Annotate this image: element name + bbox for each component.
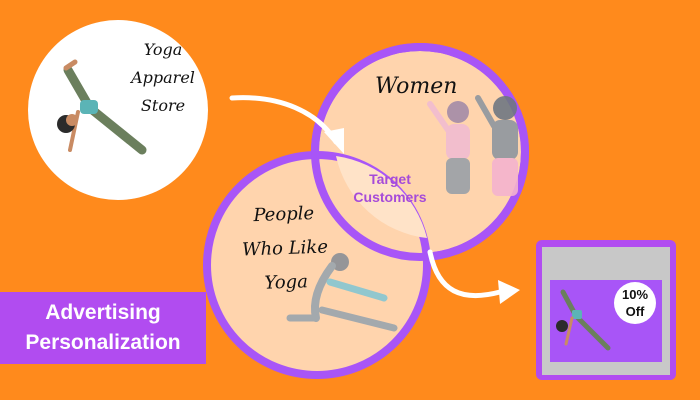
discount-badge	[614, 282, 656, 324]
badge-line-2: Off	[625, 304, 645, 319]
store-label-line-3: Store	[140, 96, 186, 115]
women-circle-outline	[311, 43, 529, 261]
discount-badge-text: 10% Off	[615, 286, 655, 320]
yoga-woman-figure-store	[57, 59, 147, 155]
badge-line-1: 10%	[621, 287, 649, 302]
target-label-line-1: Target	[369, 171, 411, 187]
yoga-woman-figure-lower	[286, 253, 398, 332]
yoga-people-label-line-3: Yoga	[264, 271, 309, 294]
intersection-area	[336, 156, 427, 238]
yoga-people-label-line-1: People	[253, 202, 315, 227]
arrow-head-2	[498, 280, 520, 304]
store-label-line-2: Apparel	[131, 68, 195, 87]
yoga-people-label-line-2: Who Like	[241, 236, 329, 261]
advertising-personalization-title: Advertising Personalization	[0, 292, 206, 364]
title-line-2: Personalization	[25, 331, 181, 354]
title-line-1: Advertising	[45, 301, 161, 324]
yoga-woman-figure-ad	[556, 289, 611, 351]
women-label: Women	[375, 74, 458, 99]
arrow-target-to-ad	[427, 249, 503, 299]
women-figures	[427, 95, 518, 196]
target-customers-label: Target Customers	[340, 170, 440, 206]
arrow-head-1	[324, 128, 344, 154]
store-label: Yoga Apparel Store	[118, 36, 208, 120]
yoga-people-label: People Who Like Yoga	[235, 196, 335, 301]
store-label-line-1: Yoga	[143, 40, 183, 59]
target-label-line-2: Customers	[353, 189, 427, 205]
